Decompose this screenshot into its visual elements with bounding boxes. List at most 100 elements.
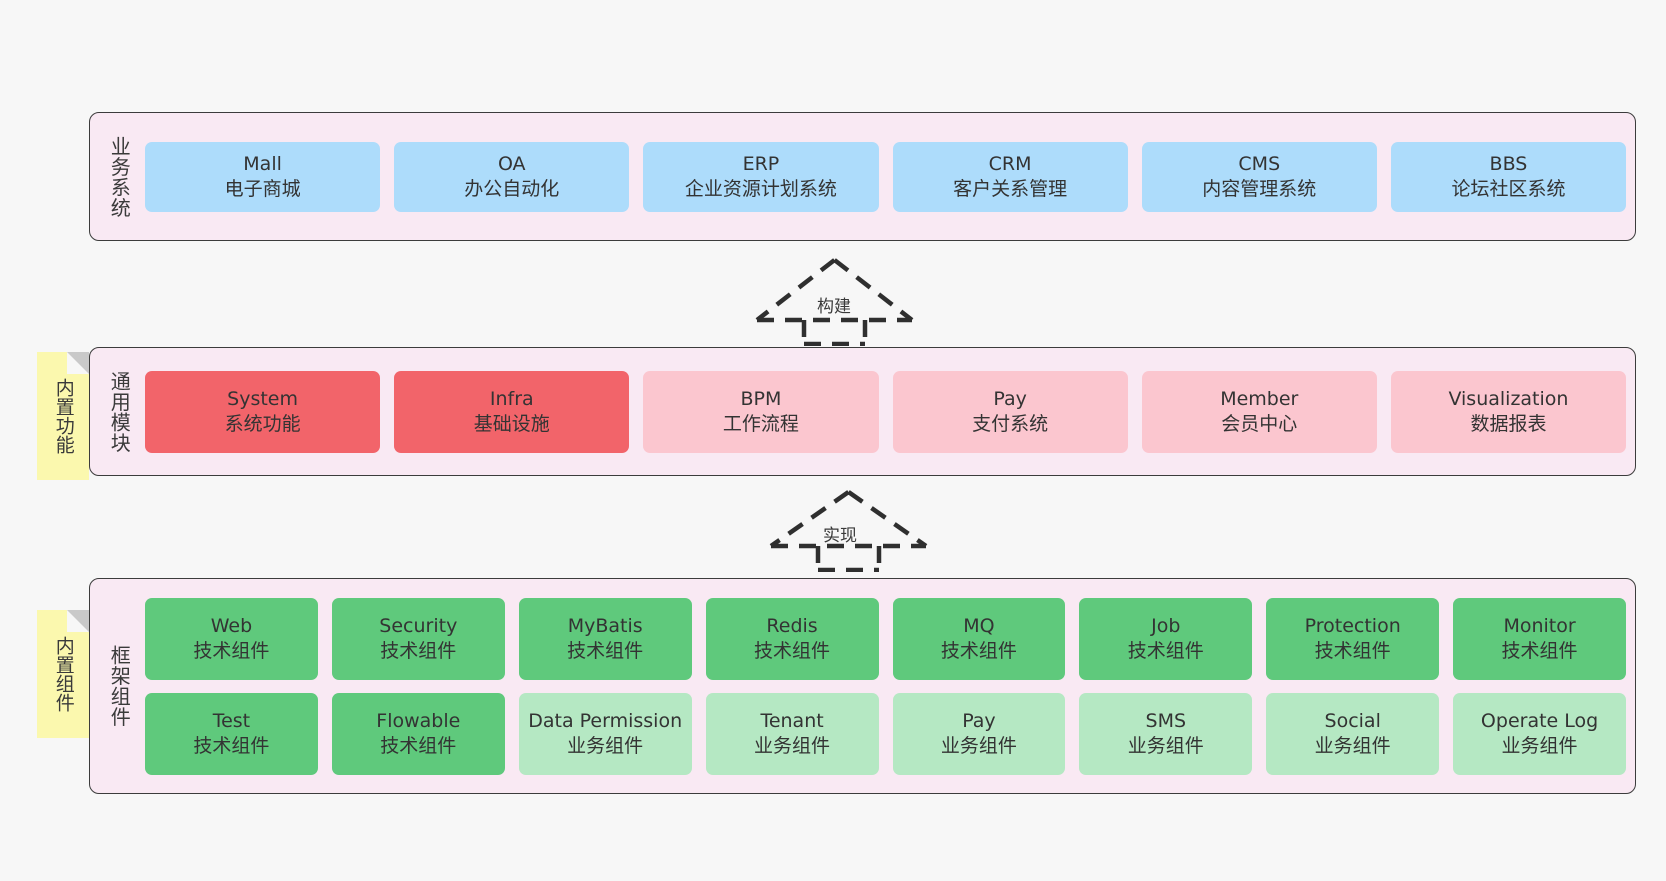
card-test[interactable]: Test 技术组件 (145, 692, 318, 775)
card-title: Protection (1304, 615, 1401, 638)
card-title: Mall (243, 153, 282, 176)
card-erp[interactable]: ERP 企业资源计划系统 (643, 141, 879, 212)
card-subtitle: 支付系统 (972, 412, 1049, 435)
card-subtitle: 内容管理系统 (1202, 177, 1317, 200)
card-protection[interactable]: Protection 技术组件 (1266, 597, 1440, 680)
card-title: Tenant (760, 710, 824, 733)
card-system[interactable]: System 系统功能 (145, 370, 381, 453)
arrow-label-build: 构建 (817, 297, 851, 317)
card-mybatis[interactable]: MyBatis 技术组件 (518, 597, 692, 680)
card-web[interactable]: Web 技术组件 (145, 597, 318, 680)
row-business-1: Mall 电子商城 OA 办公自动化 ERP 企业资源计划系统 CRM 客户关系… (145, 141, 1627, 212)
card-subtitle: 会员中心 (1221, 412, 1298, 435)
sticky-note-builtin-components: 内置组件 (37, 610, 89, 738)
card-mq[interactable]: MQ 技术组件 (892, 597, 1066, 680)
card-title: Operate Log (1480, 710, 1599, 733)
card-subtitle: 技术组件 (1501, 639, 1578, 662)
sticky-note-builtin-features: 内置功能 (37, 352, 89, 480)
card-crm[interactable]: CRM 客户关系管理 (892, 141, 1128, 212)
layer-business-systems: 业务系统 Mall 电子商城 OA 办公自动化 ERP 企业资源计划系统 CRM… (89, 112, 1636, 241)
card-subtitle: 工作流程 (722, 412, 799, 435)
card-social[interactable]: Social 业务组件 (1266, 692, 1440, 775)
card-title: Test (212, 710, 251, 733)
card-title: Security (379, 615, 458, 638)
card-subtitle: 技术组件 (193, 639, 270, 662)
card-subtitle: 技术组件 (754, 639, 831, 662)
card-bpm[interactable]: BPM 工作流程 (643, 370, 879, 453)
card-title: Redis (766, 615, 818, 638)
layer-common-modules: 通用模块 System 系统功能 Infra 基础设施 BPM 工作流程 Pay… (89, 347, 1636, 476)
card-subtitle: 数据报表 (1470, 412, 1547, 435)
card-infra[interactable]: Infra 基础设施 (394, 370, 630, 453)
row-framework-1: Web 技术组件 Security 技术组件 MyBatis 技术组件 Redi… (145, 597, 1626, 680)
card-title: Social (1324, 710, 1381, 733)
card-subtitle: 论坛社区系统 (1451, 177, 1566, 200)
card-operate-log[interactable]: Operate Log 业务组件 (1453, 692, 1626, 775)
card-mall[interactable]: Mall 电子商城 (145, 141, 381, 212)
card-member[interactable]: Member 会员中心 (1141, 370, 1377, 453)
card-cms[interactable]: CMS 内容管理系统 (1141, 141, 1377, 212)
card-subtitle: 电子商城 (224, 177, 301, 200)
card-subtitle: 技术组件 (380, 639, 457, 662)
card-subtitle: 技术组件 (567, 639, 644, 662)
card-security[interactable]: Security 技术组件 (331, 597, 505, 680)
layer-body-modules: System 系统功能 Infra 基础设施 BPM 工作流程 Pay 支付系统… (139, 355, 1627, 468)
card-title: Job (1151, 615, 1181, 638)
layer-body-business: Mall 电子商城 OA 办公自动化 ERP 企业资源计划系统 CRM 客户关系… (139, 120, 1627, 233)
card-title: Web (210, 615, 253, 638)
card-title: Pay (962, 710, 996, 733)
card-redis[interactable]: Redis 技术组件 (705, 597, 879, 680)
card-subtitle: 技术组件 (1127, 639, 1204, 662)
card-subtitle: 企业资源计划系统 (684, 177, 837, 200)
card-subtitle: 业务组件 (754, 734, 831, 757)
card-subtitle: 业务组件 (1314, 734, 1391, 757)
generalization-arrow-build (755, 258, 914, 346)
card-title: Flowable (376, 710, 461, 733)
card-visualization[interactable]: Visualization 数据报表 (1390, 370, 1627, 453)
card-monitor[interactable]: Monitor 技术组件 (1453, 597, 1626, 680)
card-title: Pay (993, 388, 1027, 411)
card-title: Infra (489, 388, 534, 411)
layer-title-business: 业务系统 (107, 135, 132, 218)
card-subtitle: 技术组件 (380, 734, 457, 757)
generalization-arrow-implement (769, 490, 928, 572)
card-job[interactable]: Job 技术组件 (1079, 597, 1253, 680)
card-subtitle: 业务组件 (940, 734, 1017, 757)
card-tenant[interactable]: Tenant 业务组件 (705, 692, 879, 775)
card-sms[interactable]: SMS 业务组件 (1079, 692, 1253, 775)
card-subtitle: 技术组件 (1314, 639, 1391, 662)
card-title: BPM (740, 388, 782, 411)
card-subtitle: 办公自动化 (464, 177, 560, 200)
layer-framework-components: 框架组件 Web 技术组件 Security 技术组件 MyBatis 技术组件… (89, 578, 1636, 794)
card-subtitle: 基础设施 (473, 412, 550, 435)
card-title: Visualization (1448, 388, 1569, 411)
card-subtitle: 业务组件 (567, 734, 644, 757)
card-title: MyBatis (567, 615, 643, 638)
card-oa[interactable]: OA 办公自动化 (394, 141, 630, 212)
card-data-permission[interactable]: Data Permission 业务组件 (518, 692, 692, 775)
card-pay-module[interactable]: Pay 支付系统 (892, 370, 1128, 453)
card-title: System (227, 388, 299, 411)
card-title: Monitor (1503, 615, 1576, 638)
layer-title-modules: 通用模块 (107, 370, 132, 453)
card-flowable[interactable]: Flowable 技术组件 (331, 692, 505, 775)
card-title: CRM (988, 153, 1032, 176)
card-subtitle: 客户关系管理 (953, 177, 1068, 200)
card-title: OA (497, 153, 526, 176)
arrow-label-implement: 实现 (823, 526, 857, 546)
card-title: BBS (1489, 153, 1528, 176)
card-title: Member (1220, 388, 1299, 411)
card-pay-component[interactable]: Pay 业务组件 (892, 692, 1066, 775)
row-framework-2: Test 技术组件 Flowable 技术组件 Data Permission … (145, 692, 1626, 775)
card-subtitle: 技术组件 (193, 734, 270, 757)
card-subtitle: 技术组件 (940, 639, 1017, 662)
card-title: CMS (1238, 153, 1281, 176)
card-subtitle: 系统功能 (224, 412, 301, 435)
layer-title-framework: 框架组件 (107, 645, 132, 727)
card-bbs[interactable]: BBS 论坛社区系统 (1390, 141, 1627, 212)
card-title: SMS (1145, 710, 1187, 733)
row-modules-1: System 系统功能 Infra 基础设施 BPM 工作流程 Pay 支付系统… (145, 370, 1627, 453)
card-title: MQ (963, 615, 995, 638)
card-subtitle: 业务组件 (1501, 734, 1578, 757)
